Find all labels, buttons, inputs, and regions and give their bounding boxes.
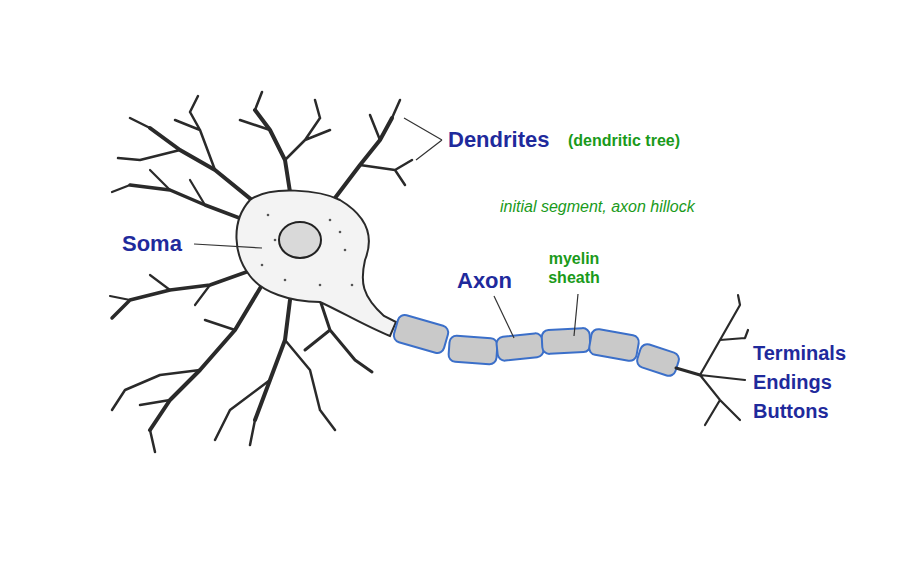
dendrite [118,96,215,170]
myelin-sheath [392,313,681,377]
myelin-segment [448,335,498,364]
part-label: Dendrites [448,127,549,152]
myelin-segment [541,328,590,354]
dendrite [112,320,235,452]
myelin-segment [392,313,450,354]
dendrite [130,185,250,222]
myelin-segment [635,342,680,377]
dendrite [255,110,290,192]
dendrite [255,300,290,420]
dendrite [360,100,412,185]
part-label: Terminals [753,342,846,365]
leader-line [194,244,262,248]
part-label: Soma [122,231,182,256]
axon-end [676,368,700,375]
part-note: initial segment, axon hillock [500,198,695,216]
dendrites [110,92,412,452]
dendrite [240,92,330,160]
leader-line [494,296,514,338]
part-label: Axon [457,268,512,293]
part-note: (dendritic tree) [568,132,680,150]
axon-terminals [676,295,748,425]
dendrite [110,275,210,305]
myelin-segment [588,328,640,362]
dendrite [112,170,205,205]
leader-lines [194,118,578,338]
terminal-branch [700,295,748,425]
part-label: Endings [753,371,832,394]
dendrite [150,285,262,430]
soma-body [236,191,396,336]
leader-bracket [404,118,442,160]
dendrite [215,340,335,445]
dendrite [112,270,252,318]
leader-line [574,294,578,336]
nucleus [279,222,321,258]
soma-stipple [261,214,354,287]
dendrite [335,118,392,198]
part-label: myelin sheath [538,249,610,287]
myelin-segment [496,333,544,362]
part-label: Buttons [753,400,829,423]
